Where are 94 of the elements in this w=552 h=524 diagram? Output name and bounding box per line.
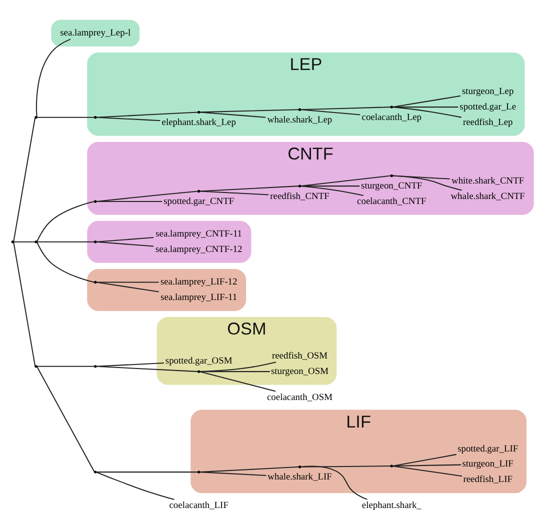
connector <box>96 365 198 372</box>
node-point <box>197 370 200 372</box>
connector <box>300 174 391 186</box>
cluster <box>87 268 246 311</box>
node-text: reedfish_CNTF <box>270 191 330 202</box>
node-point <box>298 184 302 187</box>
node-text: reedfish_Lep <box>462 117 513 128</box>
node-point <box>390 464 393 467</box>
connector <box>96 200 162 202</box>
node-text: spotted.gar_OSM <box>165 356 232 366</box>
connector <box>300 185 360 186</box>
node-point <box>94 240 97 243</box>
node-text: sea.lamprey_Lep-l <box>60 28 131 38</box>
node-text: sturgeon_LIF <box>462 459 514 470</box>
connector <box>392 464 462 466</box>
connector <box>13 117 36 242</box>
connector <box>96 111 198 118</box>
node-text: sea.lamprey_LIF-12 <box>160 277 238 288</box>
connector <box>96 471 198 472</box>
connector <box>13 242 36 366</box>
connector <box>392 174 462 190</box>
connector <box>96 471 174 500</box>
connector <box>200 108 299 112</box>
node-point <box>34 116 38 118</box>
node-point <box>390 105 393 108</box>
connector <box>96 362 164 366</box>
node-point <box>34 364 38 368</box>
node-point <box>197 470 200 473</box>
node-text: elephant.shark_ <box>362 500 422 510</box>
connector <box>392 106 462 118</box>
node-text: sturgeon_CNTF <box>361 180 422 191</box>
node-text: coelacanth_Lep <box>362 112 422 122</box>
connector <box>392 106 458 108</box>
node-text: sea.lamprey_LIF-11 <box>160 292 238 303</box>
connector <box>200 361 276 372</box>
connector <box>37 365 94 366</box>
connector <box>96 116 160 121</box>
connector <box>300 106 391 110</box>
node-text: white.shark_CNTF <box>452 176 524 186</box>
connector <box>36 200 95 242</box>
node-point <box>390 174 393 177</box>
node-point <box>34 240 38 243</box>
node-point <box>94 200 97 202</box>
node-point <box>94 116 97 118</box>
node-text: whale.shark_Lep <box>267 114 332 125</box>
connector <box>200 466 299 472</box>
connector <box>300 465 391 467</box>
node-text: reedfish_OSM <box>272 351 328 362</box>
node-text: sturgeon_Lep <box>462 86 514 96</box>
connector <box>96 190 198 202</box>
node-point <box>11 240 14 243</box>
node-point <box>298 108 302 110</box>
node-point <box>94 280 97 284</box>
connector <box>300 465 368 500</box>
connector <box>96 281 159 292</box>
connector <box>200 190 269 195</box>
node-point <box>298 465 302 468</box>
connector <box>37 116 94 118</box>
connector <box>96 236 154 242</box>
connector <box>36 38 71 116</box>
connector <box>200 185 299 192</box>
connector <box>37 240 94 242</box>
connector <box>36 241 95 282</box>
connector <box>200 370 276 392</box>
node-text: sea.lamprey_CNTF-12 <box>155 244 242 255</box>
connector <box>392 174 450 179</box>
node-text: coelacanth_OSM <box>266 392 333 402</box>
connector <box>14 240 35 242</box>
node-text: coelacanth_LIF <box>169 500 228 510</box>
connector <box>392 94 461 108</box>
node-text: whale.shark_LIF <box>268 472 332 482</box>
connector <box>36 366 95 472</box>
node-point <box>94 364 97 368</box>
connector <box>200 111 266 118</box>
node-point <box>197 189 200 192</box>
node-text: elephant.shark_Lep <box>162 117 236 128</box>
node-text: sea.lamprey_CNTF-11 <box>156 229 242 240</box>
connector <box>300 108 360 115</box>
node-text: coelacanth_CNTF <box>357 196 426 206</box>
connector <box>300 185 364 196</box>
node-point <box>94 470 97 473</box>
node-point <box>197 110 200 114</box>
connector <box>392 465 462 476</box>
node-text: spotted.gar_LIF <box>458 444 518 454</box>
cluster <box>51 19 140 46</box>
node-text: spotted.gar_CNTF <box>164 196 234 206</box>
cluster <box>87 220 252 262</box>
connector <box>96 240 154 246</box>
node-text: whale.shark_CNTF <box>450 191 525 202</box>
connector <box>96 281 159 282</box>
node-text: reedfish_LIF <box>463 474 512 485</box>
node-text: spotted.gar_Le <box>460 102 516 112</box>
connector <box>392 453 456 466</box>
node-text: sturgeon_OSM <box>271 366 329 376</box>
